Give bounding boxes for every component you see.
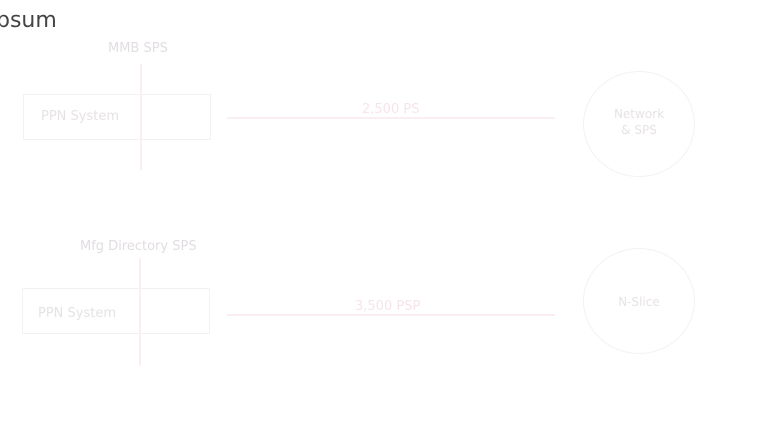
system-label: PPN System — [38, 306, 117, 321]
system-box — [22, 288, 210, 334]
diagram-row-1: MMB SPS PPN System 2,500 PS Network & SP… — [0, 36, 768, 186]
node-label: N-Slice — [583, 294, 695, 310]
connection-line — [227, 117, 555, 119]
node-label-line: & SPS — [621, 123, 657, 137]
row-caption: MMB SPS — [108, 41, 168, 56]
page-title: psum — [0, 8, 57, 33]
node-label-line: Network — [613, 107, 665, 121]
system-label: PPN System — [41, 109, 120, 124]
node-label: Network & SPS — [583, 106, 695, 138]
diagram-row-2: Mfg Directory SPS PPN System 3,500 PSP N… — [0, 232, 768, 382]
connection-line — [227, 314, 555, 316]
system-box — [23, 94, 211, 140]
node-circle — [583, 71, 695, 177]
connection-label: 2,500 PS — [362, 102, 420, 117]
row-caption: Mfg Directory SPS — [80, 239, 197, 254]
vertical-connector — [139, 258, 141, 366]
node-circle — [583, 248, 695, 354]
node-label-line: N-Slice — [618, 295, 660, 309]
vertical-connector — [140, 64, 142, 170]
connection-label: 3,500 PSP — [355, 299, 421, 314]
